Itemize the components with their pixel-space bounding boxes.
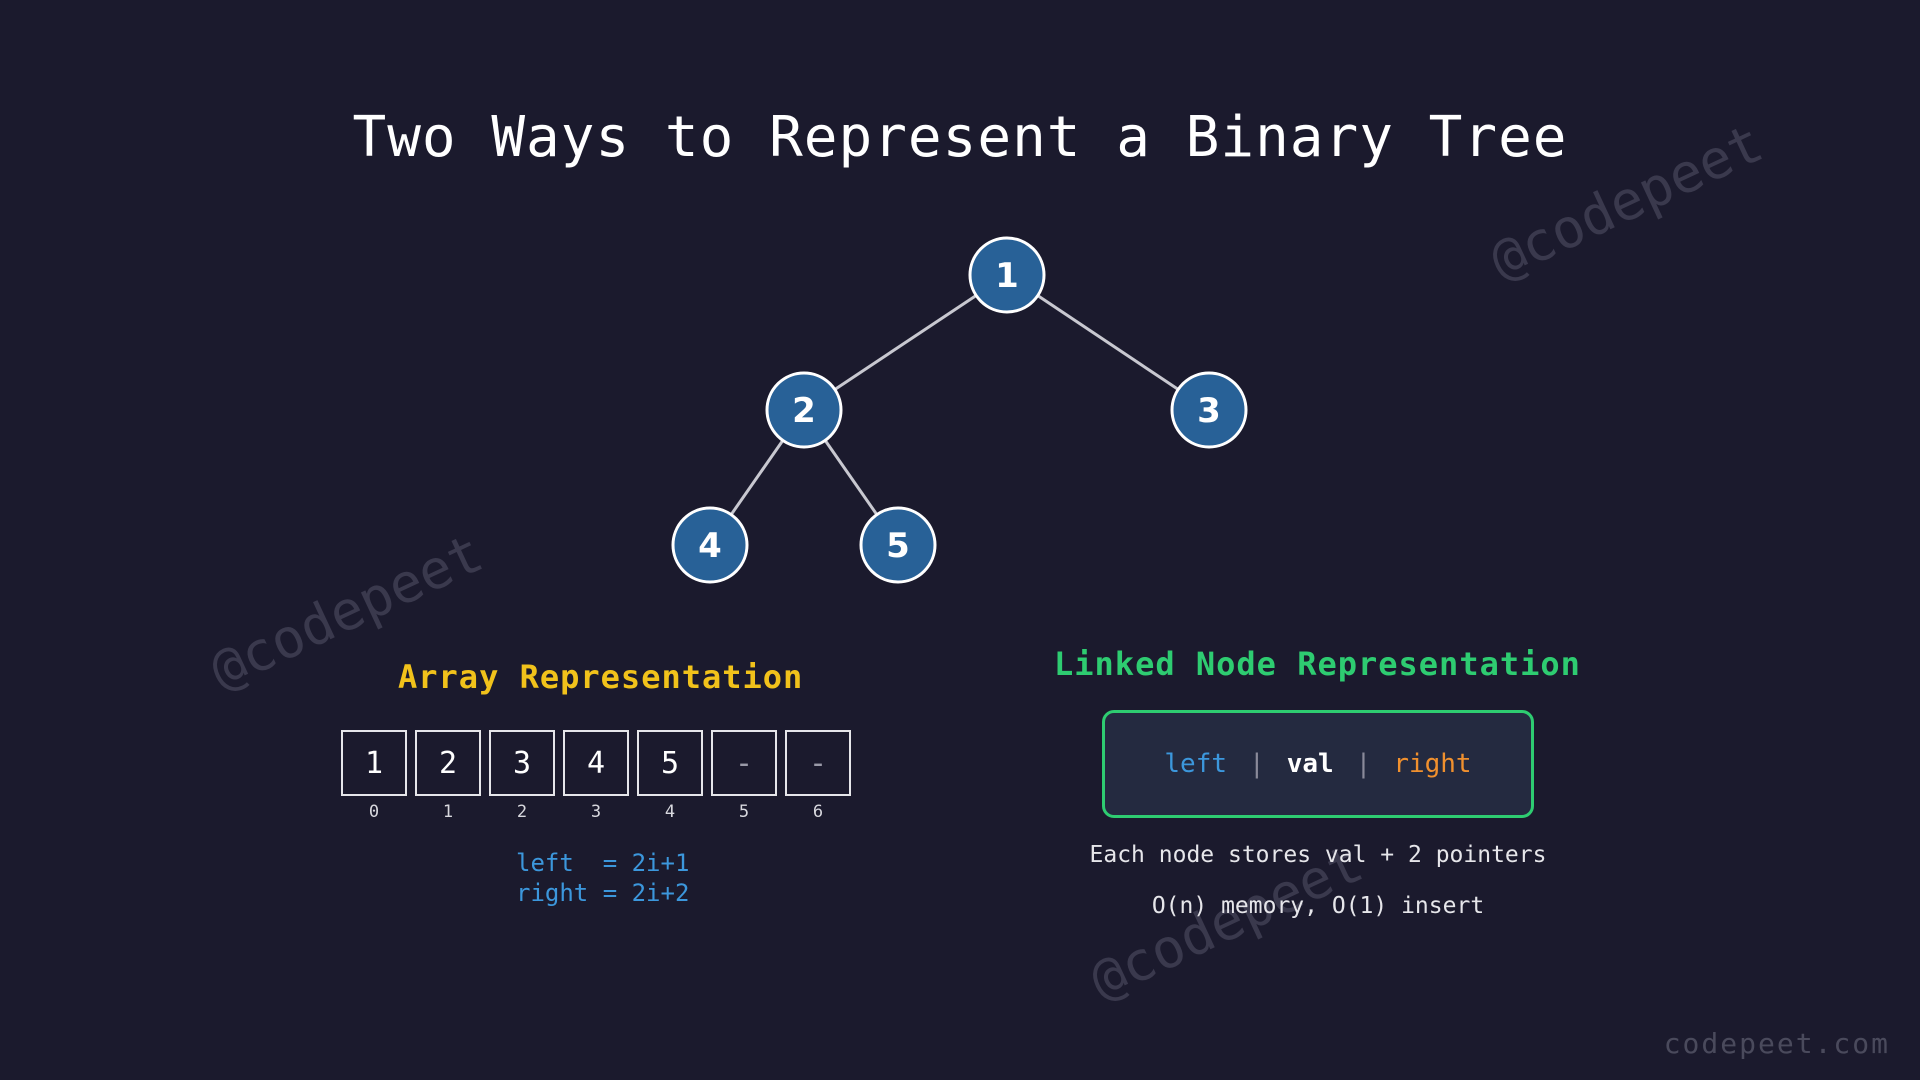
tree-edge-1-3 [1006, 273, 1210, 412]
array-cell-index: 6 [812, 802, 824, 822]
formula-left: left = 2i+1 [516, 849, 690, 877]
tree-node: 5 [859, 506, 937, 584]
footer-url: codepeet.com [1663, 1027, 1890, 1060]
array-cell-index: 1 [442, 802, 454, 822]
array-cell: 2 1 [415, 730, 481, 822]
field-separator: | [1249, 749, 1265, 779]
array-cell: 5 4 [637, 730, 703, 822]
tree-node: 1 [968, 236, 1046, 314]
linked-note-complexity: O(n) memory, O(1) insert [1151, 893, 1485, 919]
array-cell: 4 3 [563, 730, 629, 822]
field-left: left [1164, 749, 1228, 779]
field-val: val [1286, 749, 1334, 779]
linked-section-title: Linked Node Representation [1054, 645, 1581, 683]
page-title: Two Ways to Represent a Binary Tree [352, 105, 1568, 170]
array-cell-index: 0 [368, 802, 380, 822]
tree-node-label: 5 [886, 526, 910, 566]
array-cells: 1 0 2 1 3 2 4 3 5 4 - 5 - 6 [341, 730, 851, 822]
array-cell-index: 3 [590, 802, 602, 822]
field-separator: | [1355, 749, 1372, 779]
array-cell-index: 4 [664, 802, 676, 822]
array-cell-index: 5 [738, 802, 750, 822]
tree-edge-1-2 [803, 273, 1008, 412]
array-cell: 3 2 [489, 730, 555, 822]
array-cell: 1 0 [341, 730, 407, 822]
tree-node: 3 [1170, 371, 1248, 449]
array-cell-value: 4 [563, 730, 629, 796]
array-section-title: Array Representation [398, 658, 804, 696]
tree-node-label: 3 [1197, 391, 1221, 431]
field-right: right [1393, 749, 1472, 779]
tree-node-label: 2 [792, 391, 816, 431]
tree-node-label: 1 [995, 256, 1019, 296]
array-cell: - 5 [711, 730, 777, 822]
formula-right: right = 2i+2 [516, 879, 690, 907]
tree-node: 2 [765, 371, 843, 449]
linked-note-pointers: Each node stores val + 2 pointers [1089, 842, 1547, 868]
array-cell-value: 1 [341, 730, 407, 796]
array-cell-value: - [785, 730, 851, 796]
array-cell: - 6 [785, 730, 851, 822]
tree-node-label: 4 [698, 526, 722, 566]
linked-node-box: left | val | right [1102, 710, 1534, 818]
array-cell-value: 2 [415, 730, 481, 796]
array-cell-value: 3 [489, 730, 555, 796]
tree-node: 4 [671, 506, 749, 584]
array-cell-index: 2 [516, 802, 528, 822]
array-cell-value: - [711, 730, 777, 796]
array-cell-value: 5 [637, 730, 703, 796]
